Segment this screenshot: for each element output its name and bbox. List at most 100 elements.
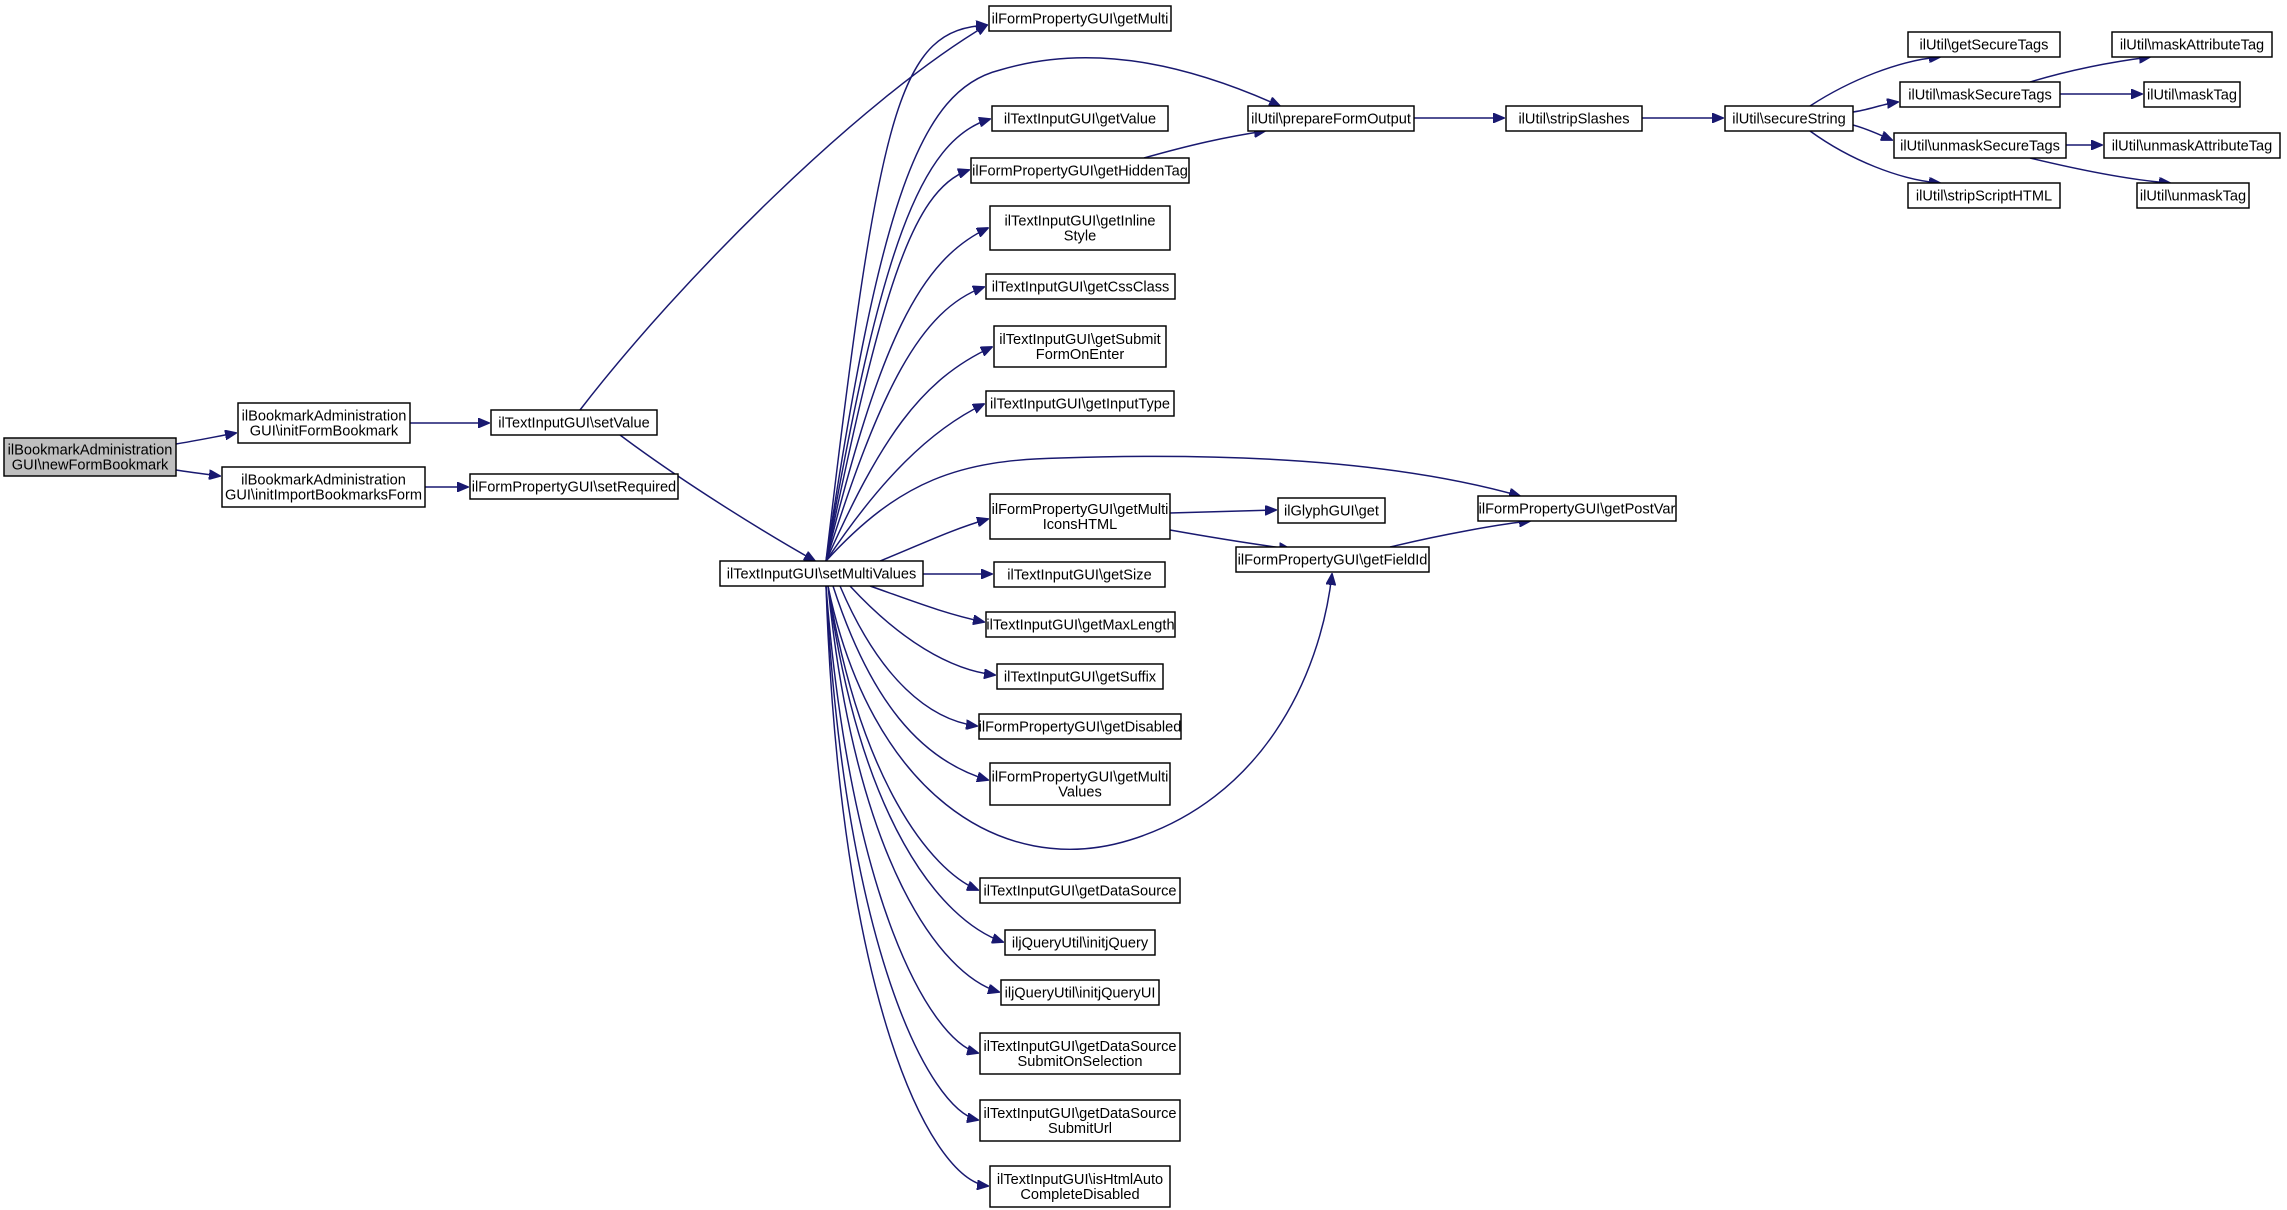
node-box (2111, 31, 2273, 58)
node-box (2136, 182, 2250, 209)
node-label: ilFormPropertyGUI\getMulti (992, 770, 1169, 786)
node-unmaskTag[interactable]: ilUtil\unmaskTag (2136, 182, 2250, 209)
node-setRequired[interactable]: ilFormPropertyGUI\setRequired (469, 473, 679, 500)
node-getSize[interactable]: ilTextInputGUI\getSize (993, 561, 1166, 588)
edge-getMultiIconsHTML-to-getFieldId (1169, 529, 1290, 549)
node-label: ilUtil\unmaskAttributeTag (2112, 139, 2273, 155)
node-box (979, 1099, 1181, 1142)
node-label: Style (1064, 229, 1096, 245)
edge-layer (175, 25, 2170, 1186)
node-setMultiValues[interactable]: ilTextInputGUI\setMultiValues (719, 560, 924, 587)
node-secureString[interactable]: ilUtil\secureString (1724, 105, 1854, 132)
edge-setMultiValues-to-getFieldId (827, 574, 1332, 850)
node-box (719, 560, 924, 587)
node-box (1505, 105, 1643, 132)
node-initFormBookmark[interactable]: ilBookmarkAdministrationGUI\initFormBook… (237, 402, 411, 444)
node-box (1477, 495, 1677, 522)
node-label: iljQueryUtil\initjQueryUI (1005, 986, 1156, 1002)
node-layer: ilBookmarkAdministrationGUI\newFormBookm… (3, 5, 2281, 1208)
node-label: ilFormPropertyGUI\getMulti (992, 502, 1169, 518)
node-getDisabled[interactable]: ilFormPropertyGUI\getDisabled (978, 713, 1182, 740)
node-getInputType[interactable]: ilTextInputGUI\getInputType (985, 390, 1175, 417)
edge-maskSecureTags-to-maskAttributeTag (2029, 57, 2150, 83)
node-label: ilTextInputGUI\getInputType (990, 397, 1170, 413)
node-label: ilFormPropertyGUI\getPostVar (1479, 502, 1676, 518)
node-box (989, 762, 1171, 806)
node-label: ilTextInputGUI\getMaxLength (986, 618, 1174, 634)
node-getCssClass[interactable]: ilTextInputGUI\getCssClass (985, 273, 1176, 300)
edge-setValue-to-setMultiValues (619, 434, 815, 561)
node-stripScriptHTML[interactable]: ilUtil\stripScriptHTML (1907, 182, 2061, 209)
node-label: ilFormPropertyGUI\getDisabled (979, 720, 1182, 736)
node-unmaskSecureTags[interactable]: ilUtil\unmaskSecureTags (1893, 132, 2067, 159)
edge-setMultiValues-to-getHiddenTag (825, 170, 969, 562)
edge-setMultiValues-to-getMultiValues (832, 585, 988, 780)
node-label: ilUtil\unmaskSecureTags (1900, 139, 2060, 155)
node-glyphGet[interactable]: ilGlyphGUI\get (1277, 497, 1386, 524)
node-box (2103, 132, 2281, 159)
node-label: FormOnEnter (1036, 347, 1125, 363)
node-label: GUI\initImportBookmarksForm (225, 488, 422, 504)
node-box (978, 713, 1182, 740)
node-getFieldId[interactable]: ilFormPropertyGUI\getFieldId (1235, 546, 1430, 573)
node-getSuffix[interactable]: ilTextInputGUI\getSuffix (996, 663, 1164, 690)
node-prepareFormOutput[interactable]: ilUtil\prepareFormOutput (1247, 105, 1415, 132)
node-label: ilFormPropertyGUI\getHiddenTag (972, 164, 1188, 180)
edge-setMultiValues-to-getMulti (825, 25, 987, 562)
edge-setMultiValues-to-getInlineStyle (825, 228, 988, 562)
edge-secureString-to-maskSecureTags (1852, 102, 1898, 113)
node-label: ilBookmarkAdministration (241, 473, 406, 489)
edge-setMultiValues-to-getDataSourceSubmitOnSelection (825, 585, 978, 1053)
edge-setMultiValues-to-getValue (825, 119, 990, 562)
node-root[interactable]: ilBookmarkAdministrationGUI\newFormBookm… (3, 437, 177, 477)
node-label: ilUtil\getSecureTags (1920, 38, 2049, 54)
node-label: ilTextInputGUI\getCssClass (992, 280, 1170, 296)
node-maskSecureTags[interactable]: ilUtil\maskSecureTags (1899, 81, 2061, 108)
node-getSecureTags[interactable]: ilUtil\getSecureTags (1907, 31, 2061, 58)
node-unmaskAttributeTag[interactable]: ilUtil\unmaskAttributeTag (2103, 132, 2281, 159)
node-box (988, 5, 1172, 32)
edge-setMultiValues-to-getDisabled (839, 585, 977, 726)
node-label: ilBookmarkAdministration (8, 443, 173, 459)
node-label: ilTextInputGUI\getInline (1005, 214, 1156, 230)
node-box (985, 390, 1175, 417)
node-maskTag[interactable]: ilUtil\maskTag (2143, 81, 2241, 108)
node-getValue[interactable]: ilTextInputGUI\getValue (991, 105, 1169, 132)
node-isHtmlAutoCompleteDisabled[interactable]: ilTextInputGUI\isHtmlAutoCompleteDisable… (989, 1165, 1171, 1208)
node-box (989, 1165, 1171, 1208)
node-getMaxLength[interactable]: ilTextInputGUI\getMaxLength (985, 611, 1176, 638)
edge-setMultiValues-to-initjQueryUI (827, 585, 999, 992)
node-getPostVar[interactable]: ilFormPropertyGUI\getPostVar (1477, 495, 1677, 522)
node-box (2143, 81, 2241, 108)
node-box (979, 877, 1181, 904)
node-label: IconsHTML (1043, 517, 1118, 533)
node-maskAttributeTag[interactable]: ilUtil\maskAttributeTag (2111, 31, 2273, 58)
node-setValue[interactable]: ilTextInputGUI\setValue (490, 409, 658, 436)
edge-setMultiValues-to-getMultiIconsHTML (879, 519, 988, 562)
edge-setMultiValues-to-isHtmlAutoCompleteDisabled (825, 585, 988, 1186)
node-label: GUI\newFormBookmark (12, 458, 169, 474)
node-initjQuery[interactable]: iljQueryUtil\initjQuery (1004, 929, 1156, 956)
node-label: ilFormPropertyGUI\getFieldId (1238, 553, 1428, 569)
edge-setMultiValues-to-prepareFormOutput (825, 57, 1280, 562)
node-getDataSourceSubmitOnSelection[interactable]: ilTextInputGUI\getDataSourceSubmitOnSele… (979, 1032, 1181, 1075)
node-box (1724, 105, 1854, 132)
edge-getHiddenTag-to-prepareFormOutput (1143, 131, 1265, 159)
node-getMulti[interactable]: ilFormPropertyGUI\getMulti (988, 5, 1172, 32)
node-stripSlashes[interactable]: ilUtil\stripSlashes (1505, 105, 1643, 132)
node-getDataSource[interactable]: ilTextInputGUI\getDataSource (979, 877, 1181, 904)
node-box (970, 157, 1190, 184)
node-box (989, 205, 1171, 251)
node-label: ilUtil\unmaskTag (2140, 189, 2246, 205)
node-label: ilFormPropertyGUI\getMulti (992, 12, 1169, 28)
node-initjQueryUI[interactable]: iljQueryUtil\initjQueryUI (1000, 979, 1160, 1006)
node-box (991, 105, 1169, 132)
node-getHiddenTag[interactable]: ilFormPropertyGUI\getHiddenTag (970, 157, 1190, 184)
node-initImport[interactable]: ilBookmarkAdministrationGUI\initImportBo… (221, 466, 426, 508)
